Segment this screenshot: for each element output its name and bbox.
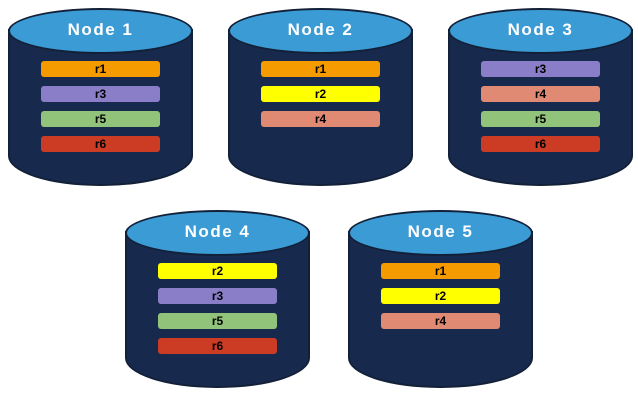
replica-bar-r1[interactable]: r1 (261, 61, 380, 77)
replica-bar-r6[interactable]: r6 (158, 338, 277, 354)
replica-bar-r1[interactable]: r1 (41, 61, 160, 77)
replica-bar-r5[interactable]: r5 (41, 111, 160, 127)
cylinder-top-ellipse (348, 210, 533, 256)
replica-stack: r3 r4 r5 r6 (481, 61, 600, 161)
cylinder-body (228, 29, 413, 186)
replica-bar-r2[interactable]: r2 (261, 86, 380, 102)
replica-bar-r2[interactable]: r2 (381, 288, 500, 304)
replica-stack: r2 r3 r5 r6 (158, 263, 277, 363)
cylinder-top-ellipse (228, 8, 413, 54)
replica-bar-r1[interactable]: r1 (381, 263, 500, 279)
cylinder-body (348, 231, 533, 388)
replica-bar-r6[interactable]: r6 (41, 136, 160, 152)
replica-bar-r4[interactable]: r4 (481, 86, 600, 102)
replica-stack: r1 r2 r4 (261, 61, 380, 136)
cylinder-top-ellipse (448, 8, 633, 54)
replica-bar-r4[interactable]: r4 (261, 111, 380, 127)
replica-bar-r3[interactable]: r3 (158, 288, 277, 304)
replica-bar-r6[interactable]: r6 (481, 136, 600, 152)
replica-bar-r4[interactable]: r4 (381, 313, 500, 329)
replica-bar-r3[interactable]: r3 (41, 86, 160, 102)
replica-stack: r1 r3 r5 r6 (41, 61, 160, 161)
replica-stack: r1 r2 r4 (381, 263, 500, 338)
cylinder-top-ellipse (8, 8, 193, 54)
replica-bar-r2[interactable]: r2 (158, 263, 277, 279)
replica-bar-r3[interactable]: r3 (481, 61, 600, 77)
cylinder-body (125, 231, 310, 388)
cylinder-top-ellipse (125, 210, 310, 256)
replica-bar-r5[interactable]: r5 (481, 111, 600, 127)
cylinder-body (448, 29, 633, 186)
replica-bar-r5[interactable]: r5 (158, 313, 277, 329)
